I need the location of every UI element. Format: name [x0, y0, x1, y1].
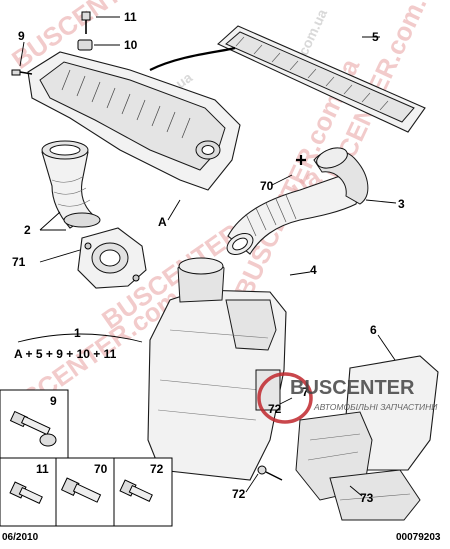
screw-9 — [11, 69, 33, 76]
callout-10: 10 — [124, 38, 138, 52]
air-filter-element — [217, 25, 426, 133]
callout-3: 3 — [398, 197, 405, 211]
screw-72 — [257, 465, 283, 481]
logo-tagline: АВТОМОБІЛЬНІ ЗАПЧАСТИНИ — [313, 402, 438, 412]
leader-lines — [17, 16, 397, 497]
callout-11: 11 — [124, 10, 137, 24]
bracket-assembly — [295, 355, 439, 521]
buscenter-logo: BUSCENTER АВТОМОБІЛЬНІ ЗАПЧАСТИНИ — [257, 372, 438, 424]
rubber-intake-duct — [41, 140, 101, 229]
callout-70: 70 — [260, 179, 274, 193]
fastener-box-label: 9 — [50, 394, 57, 408]
footer-date: 06/2010 — [2, 532, 39, 543]
corrugated-intake-hose — [226, 147, 369, 255]
callout-6: 6 — [370, 323, 377, 337]
callout-2: 2 — [24, 223, 31, 237]
callout-72-lower: 72 — [232, 487, 246, 501]
callout-73: 73 — [360, 491, 374, 505]
footer-ref: 00079203 — [396, 532, 441, 543]
fastener-box-label: 70 — [94, 462, 108, 476]
callout-labels: 11 10 9 5 A 3 4 70 2 71 1 A + 5 + 9 + 10… — [12, 10, 405, 505]
airbox-lower-housing — [147, 257, 287, 481]
fastener-box-label: 72 — [150, 462, 164, 476]
screw-70 — [296, 155, 306, 165]
airbox-upper-cover — [27, 46, 241, 191]
bolt-70-illustration — [60, 477, 102, 503]
fastener-legend: 9 11 70 72 — [0, 389, 173, 527]
bolt-72-illustration — [119, 479, 153, 502]
grommet-10 — [77, 39, 93, 51]
throttle-flange — [77, 227, 147, 289]
bolt-11-illustration — [9, 481, 43, 504]
callout-71: 71 — [12, 255, 26, 269]
formula-label: A + 5 + 9 + 10 + 11 — [14, 347, 117, 361]
screw-11 — [81, 11, 91, 34]
callout-A: A — [158, 215, 167, 229]
callout-9: 9 — [18, 29, 25, 43]
bolt-9-illustration — [9, 410, 57, 447]
callout-4: 4 — [310, 263, 317, 277]
callout-5: 5 — [372, 30, 379, 44]
callout-1: 1 — [74, 326, 81, 340]
callout-72: 72 — [268, 402, 282, 416]
fastener-box-label: 11 — [36, 462, 49, 476]
logo-brand: BUSCENTER — [290, 377, 415, 399]
callout-7: 7 — [302, 385, 309, 399]
